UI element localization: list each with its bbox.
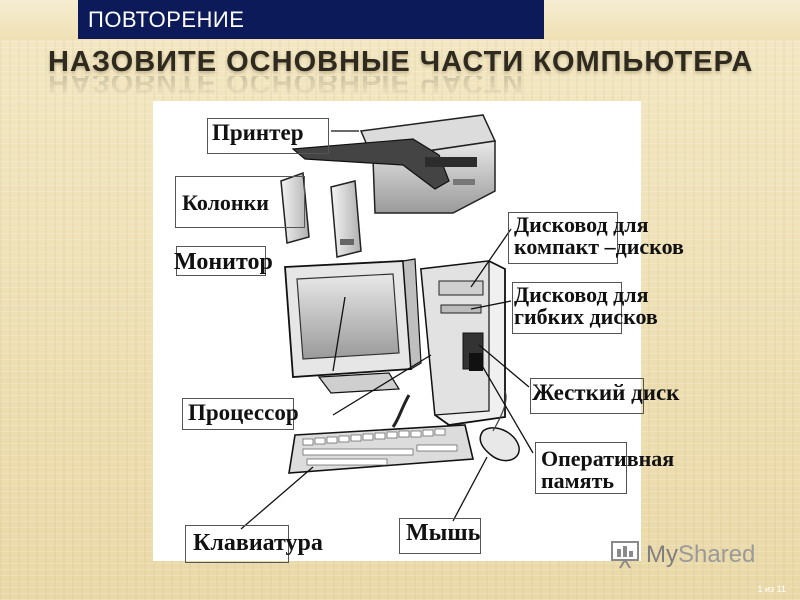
speakers-label: Колонки — [182, 190, 269, 216]
cd-drive-label-line2: компакт –дисков — [514, 234, 684, 260]
printer-label: Принтер — [212, 120, 303, 146]
cpu-label: Процессор — [188, 400, 299, 426]
floppy-drive-label-line2: гибких дисков — [514, 304, 658, 330]
system-unit-drawing — [421, 261, 505, 425]
section-tag: ПОВТОРЕНИЕ — [78, 0, 544, 39]
keyboard-label: Клавиатура — [193, 530, 323, 557]
slide-title: НАЗОВИТЕ ОСНОВНЫЕ ЧАСТИ КОМПЬЮТЕРА — [48, 46, 753, 79]
ram-label-line2: память — [541, 468, 614, 494]
presentation-icon — [610, 540, 642, 570]
brand-prefix: My — [646, 541, 678, 569]
slide-title-reflection: НАЗОВИТЕ ОСНОВНЫЕ ЧАСТИ КОМПЬЮТЕРА — [48, 76, 728, 98]
mouse-label: Мышь — [406, 520, 480, 547]
hard-disk-label: Жесткий диск — [532, 380, 679, 406]
brand-suffix: Shared — [678, 541, 755, 569]
monitor-label: Монитор — [174, 249, 273, 276]
page-counter: 1 из 11 — [757, 584, 786, 594]
